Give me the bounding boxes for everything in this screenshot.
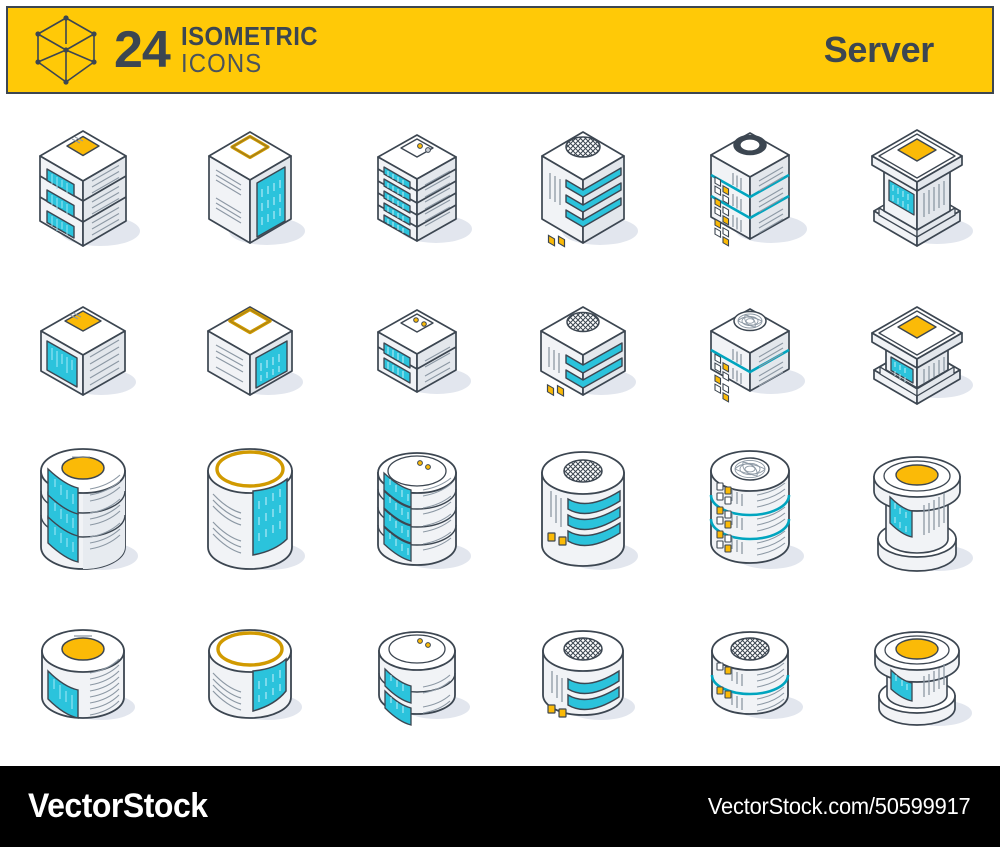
- icon-server-pedestal-orange-top[interactable]: [837, 106, 997, 266]
- icon-server-rack-two-slots[interactable]: [337, 270, 497, 430]
- icon-server-pedestal-short-orange[interactable]: [837, 270, 997, 430]
- icon-server-cube-mesh-vent-bands[interactable]: [503, 270, 663, 430]
- icon-server-tower-fan-three-units[interactable]: [670, 106, 830, 266]
- icon-database-cylinder-fan-three[interactable]: [670, 434, 830, 594]
- icon-database-stack-two-slots[interactable]: [337, 598, 497, 758]
- header-kicker-line1: ISOMETRIC: [180, 21, 318, 52]
- icon-database-stack-four-slots[interactable]: [337, 434, 497, 594]
- header-banner: 24 ISOMETRIC ICONS Server: [6, 6, 994, 94]
- icon-database-pedestal-short-orange[interactable]: [837, 598, 997, 758]
- icon-server-cube-fan-two-units[interactable]: [670, 270, 830, 430]
- icon-server-tower-orange-ring-top[interactable]: [170, 106, 330, 266]
- footer-bar: VectorStock VectorStock.com/50599917: [0, 766, 1000, 847]
- icon-count: 24: [114, 21, 171, 79]
- icon-database-pedestal-orange-top[interactable]: [837, 434, 997, 594]
- icon-database-disc-mesh-bands[interactable]: [503, 598, 663, 758]
- icon-server-cube-orange-ring-top[interactable]: [170, 270, 330, 430]
- icon-database-cylinder-mesh-bands[interactable]: [503, 434, 663, 594]
- icon-database-disc-cyan-panel[interactable]: [3, 598, 163, 758]
- header-kicker: ISOMETRIC ICONS: [181, 23, 330, 76]
- icon-database-disc-orange-ring[interactable]: [170, 598, 330, 758]
- icon-database-cylinder-orange-ring[interactable]: [170, 434, 330, 594]
- header-category-title: Server: [823, 29, 935, 70]
- vectorstock-logo-text: VectorStock: [28, 787, 208, 825]
- icon-server-cube-cyan-panel[interactable]: [3, 270, 163, 430]
- icon-server-tower-cyan-panels[interactable]: [3, 106, 163, 266]
- icon-database-cylinder-cyan-panels[interactable]: [3, 434, 163, 594]
- vectorstock-url: VectorStock.com/50599917: [707, 793, 970, 819]
- icon-server-rack-five-slots[interactable]: [337, 106, 497, 266]
- header-kicker-line2: ICONS: [180, 48, 263, 78]
- icon-server-tower-mesh-vent-bands[interactable]: [503, 106, 663, 266]
- icon-grid: [0, 104, 1000, 760]
- icon-database-disc-fan-two-units[interactable]: [670, 598, 830, 758]
- isometric-cube-icon: [35, 15, 97, 85]
